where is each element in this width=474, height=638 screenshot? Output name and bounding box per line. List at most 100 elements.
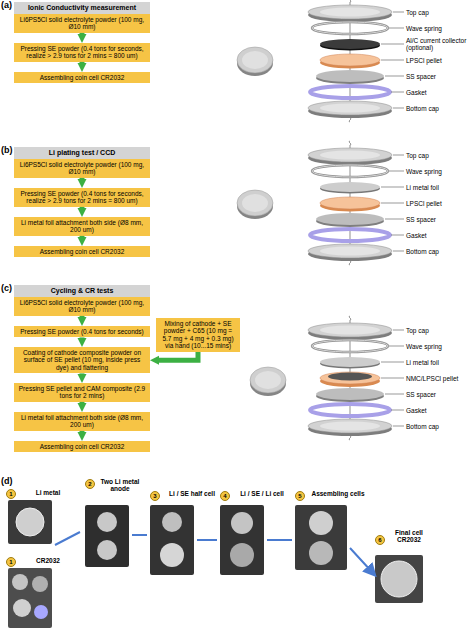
bottom-cap	[308, 101, 392, 118]
cell-part	[231, 512, 253, 534]
step-number: 4	[220, 491, 230, 501]
header-box: Ionic Conductivity measurement	[14, 2, 150, 14]
process-box: Assembling coin cell CR2032	[14, 246, 150, 257]
bottom-cap	[308, 244, 392, 261]
pellet	[320, 54, 380, 69]
box-text: Li metal foil attachment both side (Ø8 m…	[17, 219, 147, 234]
photo	[85, 505, 129, 567]
part-label: Al/C current collector (optional)	[406, 37, 472, 52]
leader-lines	[381, 330, 404, 426]
box-text: Pressing SE powder (0.4 tons for seconds…	[17, 190, 147, 205]
box-text: Assembling coin cell CR2032	[17, 443, 147, 450]
gasket	[310, 86, 390, 98]
box-text: Pressing SE powder (0.4 tons for seconds…	[17, 45, 147, 60]
cell-part	[97, 512, 117, 532]
leader-lines	[381, 155, 404, 251]
box-text: Assembling coin cell CR2032	[17, 74, 147, 81]
spacer	[316, 388, 384, 402]
cell-part	[97, 540, 117, 560]
panel-label: (c)	[1, 283, 12, 293]
flow-arrow	[80, 207, 85, 211]
box-text: Assembling coin cell CR2032	[17, 248, 147, 255]
box-text: Cycling & CR tests	[17, 287, 147, 295]
photo	[220, 505, 264, 575]
pellet	[320, 197, 380, 212]
coin-cell-exploded	[250, 316, 404, 440]
box-text: Li6PS5Cl solid electrolyte powder (100 m…	[17, 299, 147, 314]
step-number: 3	[150, 491, 160, 501]
spacer	[316, 70, 384, 84]
process-box: Pressing SE powder (0.4 tons for seconds…	[14, 188, 150, 207]
part-label: Top cap	[406, 152, 472, 159]
part-label: Li metal foil	[406, 184, 472, 191]
step-number: 1	[6, 557, 16, 567]
top-cap	[308, 323, 392, 340]
part-label: Bottom cap	[406, 105, 472, 112]
box-text: Pressing SE powder (0.4 tons for seconds…	[17, 328, 147, 335]
top-cap	[308, 148, 392, 165]
photo	[8, 500, 52, 544]
flow-arrow	[80, 337, 85, 341]
photo-caption: Li / SE half cell	[162, 490, 222, 497]
box-text: Li6PS5Cl solid electrolyte powder (100 m…	[17, 161, 147, 176]
cell-part	[34, 605, 48, 619]
coin-cell	[250, 367, 286, 396]
process-box: Assembling coin cell CR2032	[14, 441, 150, 452]
panel-label: (b)	[1, 145, 13, 155]
process-box: Assembling coin cell CR2032	[14, 72, 150, 83]
process-box: Li6PS5Cl solid electrolyte powder (100 m…	[14, 14, 150, 33]
box-text: Pressing SE pellet and CAM composite (2.…	[17, 385, 147, 400]
flow-arrow	[80, 373, 85, 377]
part-label: Wave spring	[406, 168, 472, 175]
li-foil	[320, 182, 380, 194]
step-arrows	[55, 532, 372, 572]
process-box: Li6PS5Cl solid electrolyte powder (100 m…	[14, 159, 150, 178]
cell-part	[309, 541, 333, 565]
flow-arrow	[80, 33, 85, 37]
step-number: 2	[85, 479, 95, 489]
photo-caption: CR2032	[18, 557, 78, 564]
part-label: Bottom cap	[406, 248, 472, 255]
gasket	[310, 229, 390, 241]
panel-label: (d)	[1, 476, 13, 486]
cell-part	[309, 511, 333, 535]
process-box: Pressing SE powder (0.4 tons for seconds…	[14, 326, 150, 337]
li-foil	[320, 357, 380, 369]
top-cap	[308, 5, 392, 22]
photo-caption: Assembling cells	[307, 490, 369, 497]
box-text: Li6PS5Cl solid electrolyte powder (100 m…	[17, 16, 147, 31]
photo-caption: Li metal	[18, 489, 78, 496]
process-box: Li metal foil attachment both side (Ø8 m…	[14, 412, 150, 431]
cell-part	[32, 576, 48, 592]
current-collector	[320, 39, 380, 51]
process-box: Mixing of cathode + SE powder + C65 (10 …	[156, 318, 240, 352]
process-box: Pressing SE pellet and CAM composite (2.…	[14, 383, 150, 402]
coin-cell-exploded	[237, 141, 404, 265]
part-label: SS spacer	[406, 216, 472, 223]
photo	[295, 505, 347, 570]
box-text: Coating of cathode composite powder on s…	[17, 349, 147, 371]
panel-label: (a)	[1, 0, 12, 10]
part-label: Li metal foil	[406, 359, 472, 366]
flow-arrow	[80, 402, 85, 406]
cell-part	[12, 574, 28, 590]
box-text: Li metal foil attachment both side (Ø8 m…	[17, 414, 147, 429]
part-label: Gasket	[406, 232, 472, 239]
photo-caption: Two Li metal anode	[97, 478, 143, 493]
wave-spring	[312, 340, 388, 352]
gasket	[310, 404, 390, 416]
spacer	[316, 213, 384, 227]
part-label: Wave spring	[406, 343, 472, 350]
photo-caption: Final cell CR2032	[387, 529, 431, 544]
photo	[375, 555, 423, 603]
process-box: Pressing SE powder (0.4 tons for seconds…	[14, 43, 150, 62]
box-text: Mixing of cathode + SE powder + C65 (10 …	[159, 320, 237, 350]
photo-sequence	[8, 500, 423, 628]
li-disc	[16, 508, 44, 536]
part-label: Wave spring	[406, 25, 472, 32]
part-label: Top cap	[406, 327, 472, 334]
part-label: Bottom cap	[406, 423, 472, 430]
step-number: 5	[295, 491, 305, 501]
process-box: Coating of cathode composite powder on s…	[14, 347, 150, 373]
